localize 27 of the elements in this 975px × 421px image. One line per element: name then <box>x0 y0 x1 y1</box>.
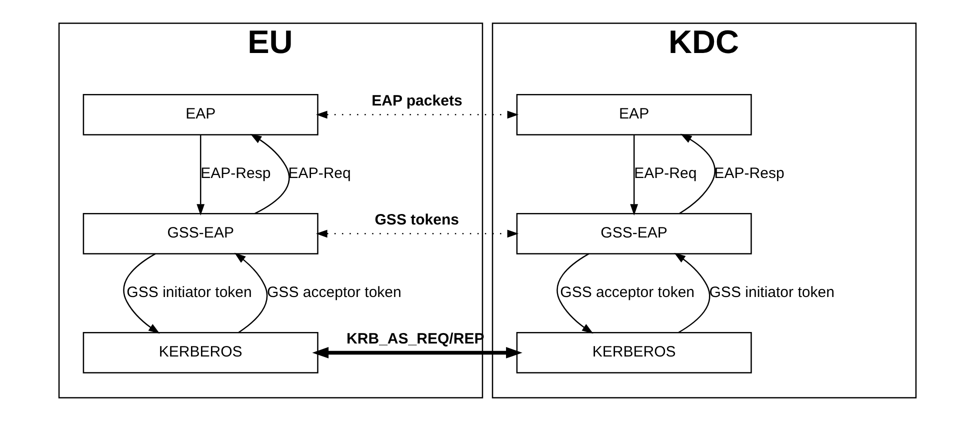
edge-label: GSS tokens <box>374 211 460 228</box>
arrow <box>123 253 160 334</box>
node-box: GSS-EAP <box>82 213 318 254</box>
arrow <box>679 134 716 214</box>
node-box: KERBEROS <box>82 332 318 374</box>
arrow <box>316 110 519 119</box>
node-box: GSS-EAP <box>516 213 752 254</box>
arrow <box>234 252 268 334</box>
arrow <box>556 253 594 334</box>
arrow <box>312 346 522 358</box>
edge-label: EAP-Resp <box>714 165 784 182</box>
node-box: KERBEROS <box>516 332 752 374</box>
edge-label: GSS acceptor token <box>267 284 402 302</box>
arrow <box>674 252 710 334</box>
arrow <box>630 135 638 216</box>
edge-label: EAP packets <box>372 92 462 110</box>
edge-label: EAP-Req <box>288 165 351 182</box>
edge-label: GSS initiator token <box>709 284 834 302</box>
edge-label: GSS acceptor token <box>560 284 695 302</box>
arrow <box>316 230 519 238</box>
node-box: EAP <box>82 94 318 136</box>
node-box: EAP <box>516 94 752 136</box>
arrow <box>250 134 290 214</box>
edge-label: EAP-Req <box>634 165 697 182</box>
edge-label: EAP-Resp <box>200 165 271 182</box>
edge-label: GSS initiator token <box>126 284 252 302</box>
arrow <box>196 135 205 216</box>
